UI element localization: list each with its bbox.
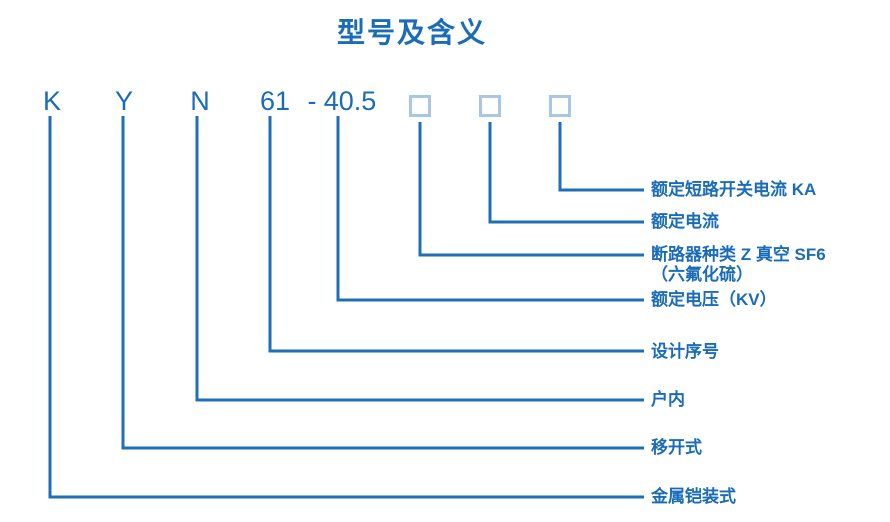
connector-y-withdrawable — [121, 116, 644, 450]
label-breaker-type-line1: 断路器种类 Z 真空 SF6 — [651, 245, 826, 264]
connector-box3-short-circuit — [558, 122, 644, 192]
label-rated-current: 额定电流 — [651, 212, 719, 231]
connector-box2-rated-current — [488, 122, 644, 224]
connector-405-rated-voltage — [336, 116, 644, 302]
label-indoor: 户内 — [651, 390, 685, 409]
code-letter-n: N — [190, 86, 210, 116]
connector-box1-breaker-type — [418, 122, 644, 257]
label-breaker-type: 断路器种类 Z 真空 SF6 （六氟化硫） — [651, 245, 826, 285]
placeholder-box-2 — [479, 95, 501, 117]
label-rated-voltage: 额定电压（KV） — [651, 290, 777, 309]
code-design-number: 61 — [259, 86, 291, 116]
connector-61-design-number — [268, 116, 644, 353]
code-letter-k: K — [42, 86, 62, 116]
connector-k-metal-clad — [48, 116, 644, 499]
connector-n-indoor — [195, 116, 644, 402]
label-withdrawable: 移开式 — [651, 438, 702, 457]
code-voltage: 40.5 — [323, 86, 377, 116]
code-letter-y: Y — [114, 86, 134, 116]
label-rated-short-circuit-current: 额定短路开关电流 KA — [651, 180, 817, 199]
placeholder-box-1 — [409, 95, 431, 117]
label-metal-clad: 金属铠装式 — [651, 487, 736, 506]
page-title: 型号及含义 — [337, 17, 488, 48]
label-design-number: 设计序号 — [651, 342, 719, 361]
placeholder-box-3 — [549, 95, 571, 117]
label-breaker-type-line2: （六氟化硫） — [651, 265, 753, 284]
code-separator: - — [307, 86, 317, 116]
